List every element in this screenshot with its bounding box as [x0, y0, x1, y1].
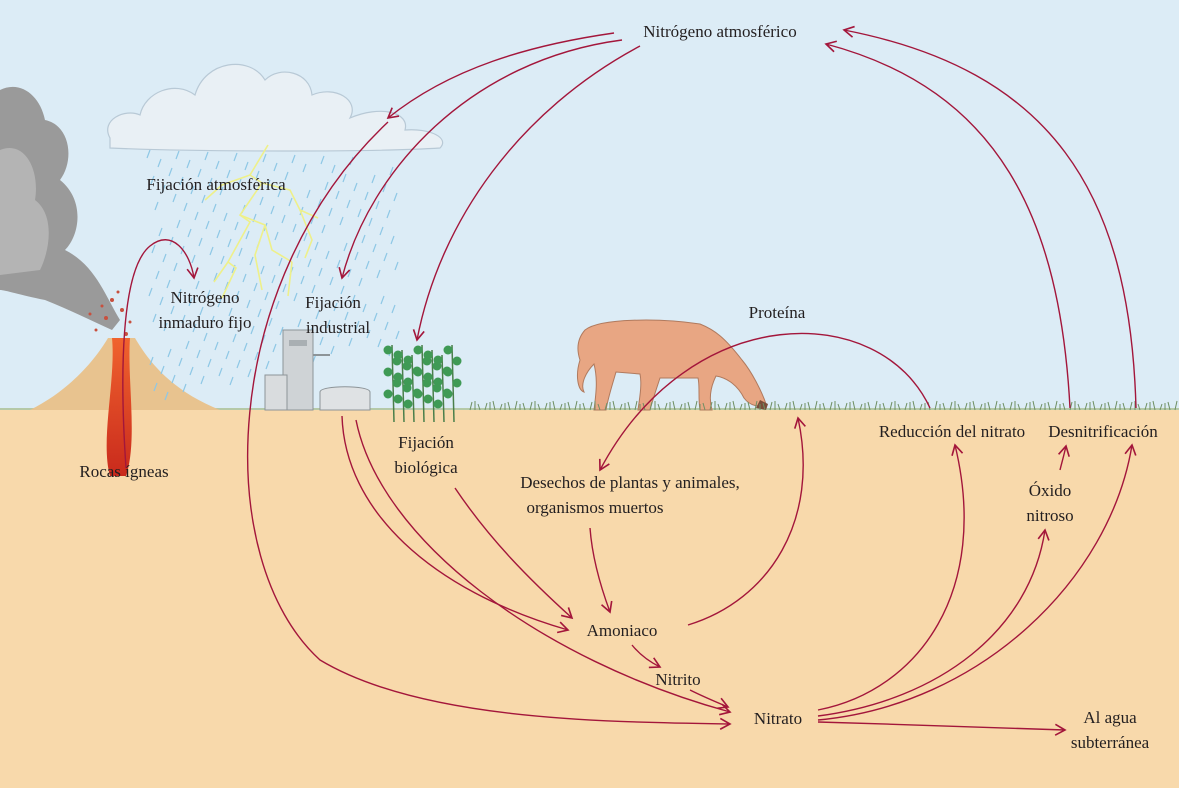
label-wastes-line-1: Desechos de plantas y animales, [520, 473, 740, 492]
label-wastes-line-2: organismos muertos [526, 498, 663, 517]
label-protein: Proteína [749, 303, 806, 322]
label-denitrification: Desnitrificación [1048, 422, 1158, 441]
soil [0, 408, 1179, 788]
label-biological-fixation-line-1: Fijación [398, 433, 454, 452]
label-industrial-fixation-line-2: industrial [306, 318, 370, 337]
label-atmospheric-fixation: Fijación atmosférica [146, 175, 286, 194]
label-ammonia: Amoniaco [587, 621, 658, 640]
label-atmospheric-nitrogen: Nitrógeno atmosférico [643, 22, 796, 41]
label-groundwater-line-1: Al agua [1083, 708, 1137, 727]
label-nitrate: Nitrato [754, 709, 802, 728]
label-biological-fixation-line-2: biológica [394, 458, 458, 477]
label-groundwater-line-2: subterránea [1071, 733, 1150, 752]
label-industrial-fixation-line-1: Fijación [305, 293, 361, 312]
label-fixed-nitrogen-line-1: Nitrógeno [171, 288, 240, 307]
label-nitrous-oxide-line-1: Óxido [1029, 481, 1072, 500]
label-igneous-rocks: Rocas ígneas [79, 462, 168, 481]
label-nitrate-reduction: Reducción del nitrato [879, 422, 1025, 441]
label-nitrous-oxide-line-2: nitroso [1026, 506, 1073, 525]
label-fixed-nitrogen-line-2: inmaduro fijo [158, 313, 251, 332]
label-nitrite: Nitrito [655, 670, 700, 689]
